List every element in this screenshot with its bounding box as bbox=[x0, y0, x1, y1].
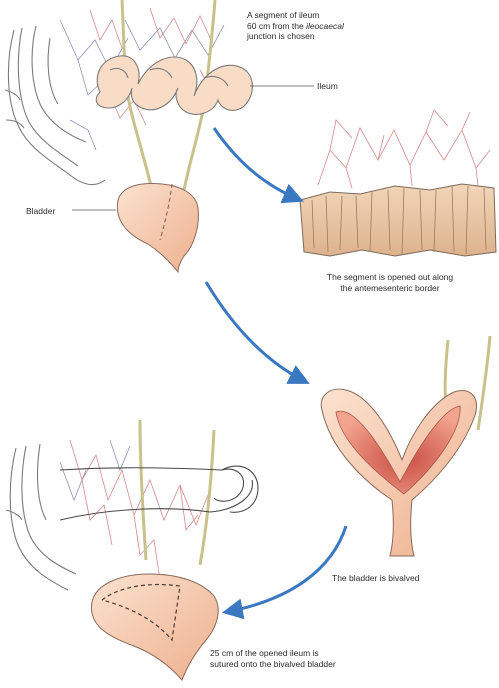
caption-opened-line1: The segment is opened out along bbox=[327, 272, 453, 282]
caption-segment-chosen: A segment of ileum 60 cm from the ileoca… bbox=[247, 10, 387, 42]
augmented-bladder bbox=[91, 574, 218, 680]
caption-sutured-line2: sutured onto the bivalved bladder bbox=[210, 659, 336, 669]
caption-segment-line2-italic: ileocaecal bbox=[306, 21, 344, 31]
panel-result bbox=[6, 420, 258, 680]
caption-segment-line2: 60 cm from the bbox=[247, 21, 306, 31]
caption-segment-line3: junction is chosen bbox=[247, 31, 315, 41]
caption-ileum-sutured: 25 cm of the opened ileum is sutured ont… bbox=[210, 648, 430, 669]
caption-bladder-bivalved: The bladder is bivalved bbox=[332, 573, 419, 584]
label-ileum: Ileum bbox=[317, 81, 338, 92]
caption-segment-line1: A segment of ileum bbox=[247, 10, 319, 20]
caption-sutured-line1: 25 cm of the opened ileum is bbox=[210, 648, 319, 658]
panel-opened-segment bbox=[300, 110, 496, 256]
arrow-to-result bbox=[226, 526, 346, 612]
panel-bivalved-bladder bbox=[321, 336, 490, 556]
bladder bbox=[117, 184, 198, 272]
arrow-to-bivalved-bladder bbox=[206, 282, 306, 382]
ileum-loops bbox=[96, 56, 252, 115]
result-mesentery-vessels bbox=[60, 440, 130, 500]
caption-segment-opened: The segment is opened out along the ante… bbox=[290, 272, 490, 293]
label-bladder: Bladder bbox=[26, 206, 55, 217]
segment-vessels bbox=[318, 110, 490, 188]
arrow-to-opened-segment bbox=[214, 128, 300, 200]
result-bowel-loops bbox=[60, 466, 258, 520]
result-colon-outline bbox=[6, 444, 76, 590]
colon-outline bbox=[5, 26, 105, 185]
caption-opened-line2: the antemesenteric border bbox=[340, 283, 439, 293]
